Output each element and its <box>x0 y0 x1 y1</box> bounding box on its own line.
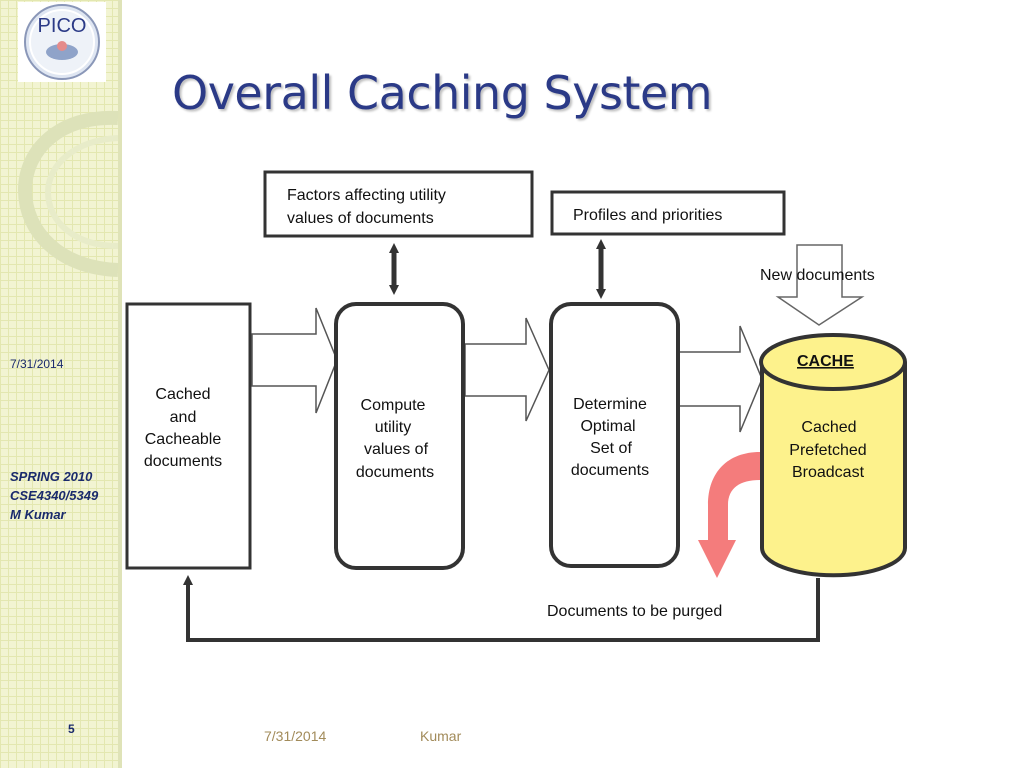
cached-box-line-4: documents <box>144 453 222 470</box>
purge-arrow <box>698 452 760 578</box>
factors-box <box>263 170 534 238</box>
cache-line-2: Prefetched <box>789 442 866 459</box>
cache-line-3: Broadcast <box>792 464 865 481</box>
course-instructor: M Kumar <box>10 507 66 522</box>
cached-cacheable-box <box>125 302 252 570</box>
new-documents-label: New documents <box>760 267 875 284</box>
slide-title: Overall Caching System <box>172 66 713 120</box>
cached-box-line-2: and <box>170 409 197 426</box>
course-term: SPRING 2010 <box>10 469 93 484</box>
page-number: 5 <box>68 722 75 736</box>
footer-date: 7/31/2014 <box>264 728 327 744</box>
cache-cylinder <box>759 333 907 578</box>
new-documents-arrow <box>775 244 865 326</box>
determine-line-1: Determine <box>573 396 647 413</box>
factors-line-1: Factors affecting utility <box>287 187 446 204</box>
profiles-label: Profiles and priorities <box>573 207 722 224</box>
sidebar-swirl-decoration <box>17 110 119 277</box>
determine-line-2: Optimal <box>580 418 635 435</box>
compute-line-4: documents <box>356 464 434 481</box>
cache-line-1: Cached <box>801 419 856 436</box>
determine-optimal-box <box>549 302 680 568</box>
sidebar-date: 7/31/2014 <box>10 357 64 371</box>
factors-line-2: values of documents <box>287 210 434 227</box>
compute-line-3: values of <box>364 441 429 458</box>
pico-logo: PICO <box>18 2 106 82</box>
logo-text: PICO <box>38 15 87 37</box>
determine-line-4: documents <box>571 462 649 479</box>
compute-utility-box <box>334 302 465 570</box>
cached-box-line-3: Cacheable <box>145 431 222 448</box>
flow-arrow-3 <box>676 325 763 433</box>
compute-line-1: Compute <box>361 397 426 414</box>
compute-line-2: utility <box>375 419 411 436</box>
flow-arrow-1 <box>251 307 338 414</box>
purged-label: Documents to be purged <box>547 603 722 620</box>
flow-arrow-2 <box>464 317 550 422</box>
feedback-arrow <box>183 575 820 642</box>
footer-author: Kumar <box>420 728 462 744</box>
course-info: SPRING 2010 CSE4340/5349 M Kumar <box>10 467 98 524</box>
cached-box-line-1: Cached <box>155 386 210 403</box>
determine-line-3: Set of <box>590 440 632 457</box>
course-code: CSE4340/5349 <box>10 488 99 503</box>
cache-title: CACHE <box>797 353 854 370</box>
profiles-box <box>550 190 786 236</box>
